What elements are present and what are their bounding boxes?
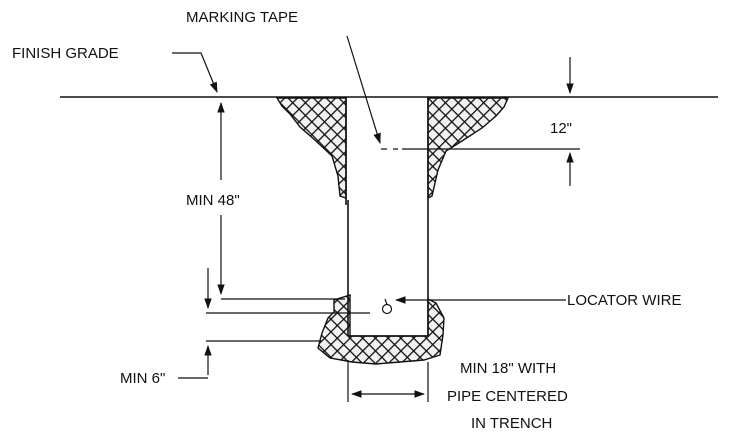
tape-depth-label: 12"	[550, 120, 572, 137]
width-label-line-1: MIN 18" WITH	[460, 360, 556, 377]
finish-grade-leader	[172, 52, 218, 93]
pipe-symbol	[381, 303, 393, 315]
backfill-soil-right	[427, 97, 510, 200]
finish-grade-label: FINISH GRADE	[12, 45, 119, 62]
min-bedding-label: MIN 6"	[120, 370, 165, 387]
min-depth-label: MIN 48"	[186, 192, 240, 209]
marking-tape-label: MARKING TAPE	[186, 9, 298, 26]
pipe-symbol-tick	[384, 298, 388, 305]
locator-wire-label: LOCATOR WIRE	[567, 292, 681, 309]
width-label-line-2: PIPE CENTERED	[447, 388, 568, 405]
marking-tape-leader	[346, 35, 381, 145]
backfill-soil-left	[275, 97, 347, 199]
bedding-material	[317, 294, 445, 365]
width-label-line-3: IN TRENCH	[471, 415, 552, 432]
